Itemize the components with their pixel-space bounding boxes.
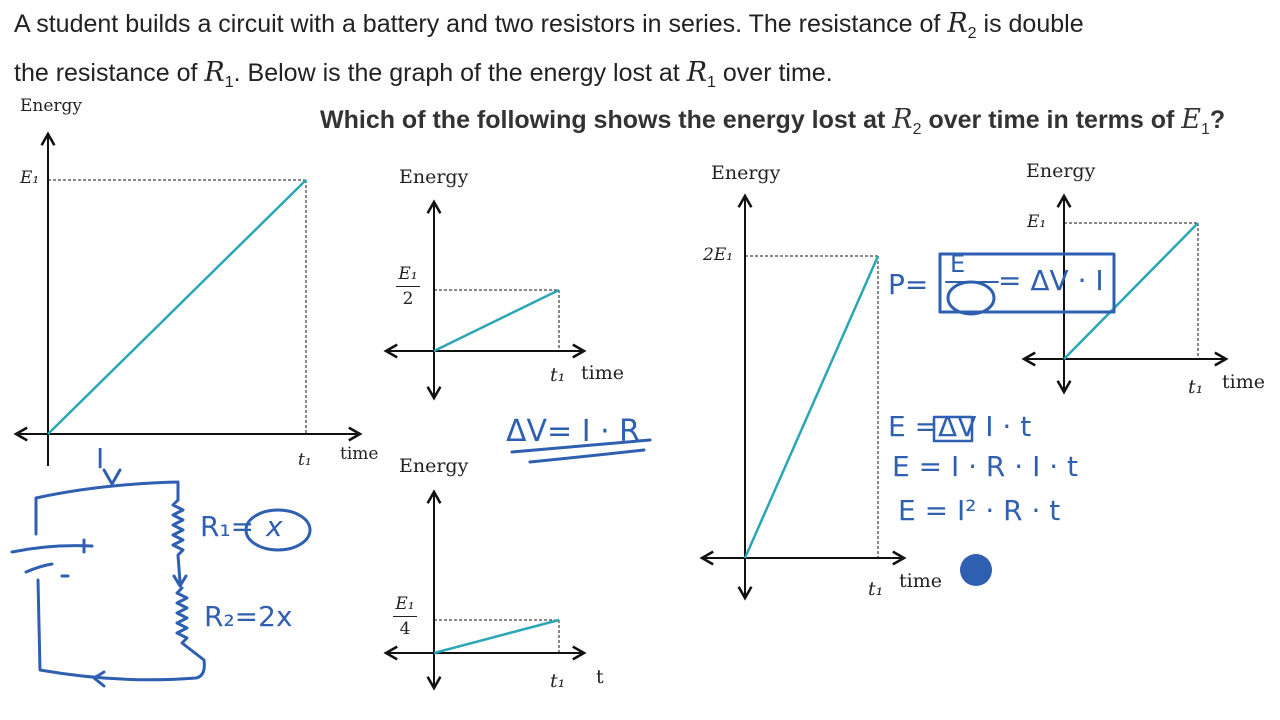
question-b: over time in terms of [921,106,1182,134]
option-c-ylabel: Energy [711,162,781,184]
option-c-y-tick: 2E₁ [703,245,734,265]
hw-power-rest: = ΔV · I [998,264,1104,297]
option-a-ylabel: Energy [399,166,469,188]
pen-cursor-dot [960,554,992,586]
option-b-y-fraction: E₁ 4 [393,594,417,639]
question-r-sub: 2 [912,121,922,138]
problem-var-r1b-sub: 1 [707,74,716,91]
problem-line2-text-a: the resistance of [14,59,205,87]
option-a-graph [383,199,587,401]
hw-power-p: P= [888,268,929,301]
main-y-tick: E₁ [20,168,40,188]
option-c-xlabel: time [899,570,942,592]
option-d-xlabel: time [1222,371,1265,393]
hw-r2-eq: R₂=2x [204,600,293,633]
option-a-xlabel: time [581,362,624,384]
problem-var-r1-sub: 1 [224,74,234,91]
hw-r1-value: x [266,510,283,543]
option-a-energy-line [433,288,560,353]
main-graph [13,131,363,466]
option-d-x-tick: t₁ [1188,376,1204,398]
problem-var-r1: R [204,57,225,88]
question-r: R [892,104,913,135]
circuit-resistor-r1 [171,498,185,584]
option-a-y-fraction: E₁ 2 [396,264,420,309]
hw-r1-eq: R₁= [200,510,255,543]
option-a-y-den: 2 [402,289,414,309]
question-text: Which of the following shows the energy … [320,104,1225,139]
problem-statement: A student builds a circuit with a batter… [14,4,1264,102]
hw-current-label: I [96,442,105,475]
option-d-energy-line [1063,222,1199,360]
hw-energy-2: E = I · R · I · t [892,450,1079,483]
main-ylabel: Energy [20,96,83,116]
option-d-graph [1021,193,1229,395]
option-b-ylabel: Energy [399,455,469,477]
problem-line2-text-b: . Below is the graph of the energy lost … [233,59,687,87]
hw-energy-3: E = I² · R · t [898,494,1061,527]
option-b-y-den: 4 [399,619,411,639]
option-c-graph [699,193,907,601]
option-b-graph [383,489,587,691]
problem-var-r1b: R [686,57,708,88]
option-b-energy-line [433,618,560,655]
option-b-y-num: E₁ [393,594,417,617]
main-energy-line [47,179,307,435]
ohm-underline-1 [510,438,652,454]
power-box [938,252,1116,314]
question-c: ? [1209,106,1226,134]
option-d-y-tick: E₁ [1027,212,1047,232]
question-a: Which of the following shows the energy … [320,106,893,134]
main-xlabel: time [340,444,379,464]
circuit-top-wire [34,480,180,536]
circuit-bottom-arrow [92,670,106,688]
circuit-resistor-r2 [36,578,206,682]
option-d-ylabel: Energy [1026,160,1096,182]
question-e: E [1181,104,1202,135]
battery-long-plate [10,544,94,554]
problem-var-r2-sub: 2 [967,25,977,42]
hw-power-e: E [950,250,966,278]
hw-ohm-law: ΔV= I · R [506,414,641,449]
ohm-underline-2 [528,448,646,464]
problem-line1-text-b: is double [976,10,1084,38]
option-c-energy-line [743,255,880,559]
hw-energy-1: E =ΔV I · t [888,410,1032,443]
option-a-x-tick: t₁ [550,364,566,386]
option-b-x-tick: t₁ [550,670,566,692]
question-e-sub: 1 [1201,121,1210,138]
circuit-middle-arrow [172,574,188,588]
energy-dv-box [932,415,974,443]
main-x-tick: t₁ [298,450,312,470]
battery-short-plate [24,562,54,574]
handwritten-circuit [10,252,1116,688]
circuit-current-arrow [102,468,122,486]
option-a-y-num: E₁ [396,264,420,287]
problem-line2-text-c: over time. [715,59,833,87]
problem-var-r2: R [947,8,968,39]
power-dt-circle [946,280,996,316]
option-b-xlabel: t [596,666,604,688]
problem-line1-text-a: A student builds a circuit with a batter… [14,10,948,38]
r1-value-circle [244,508,312,552]
option-c-x-tick: t₁ [868,578,884,600]
